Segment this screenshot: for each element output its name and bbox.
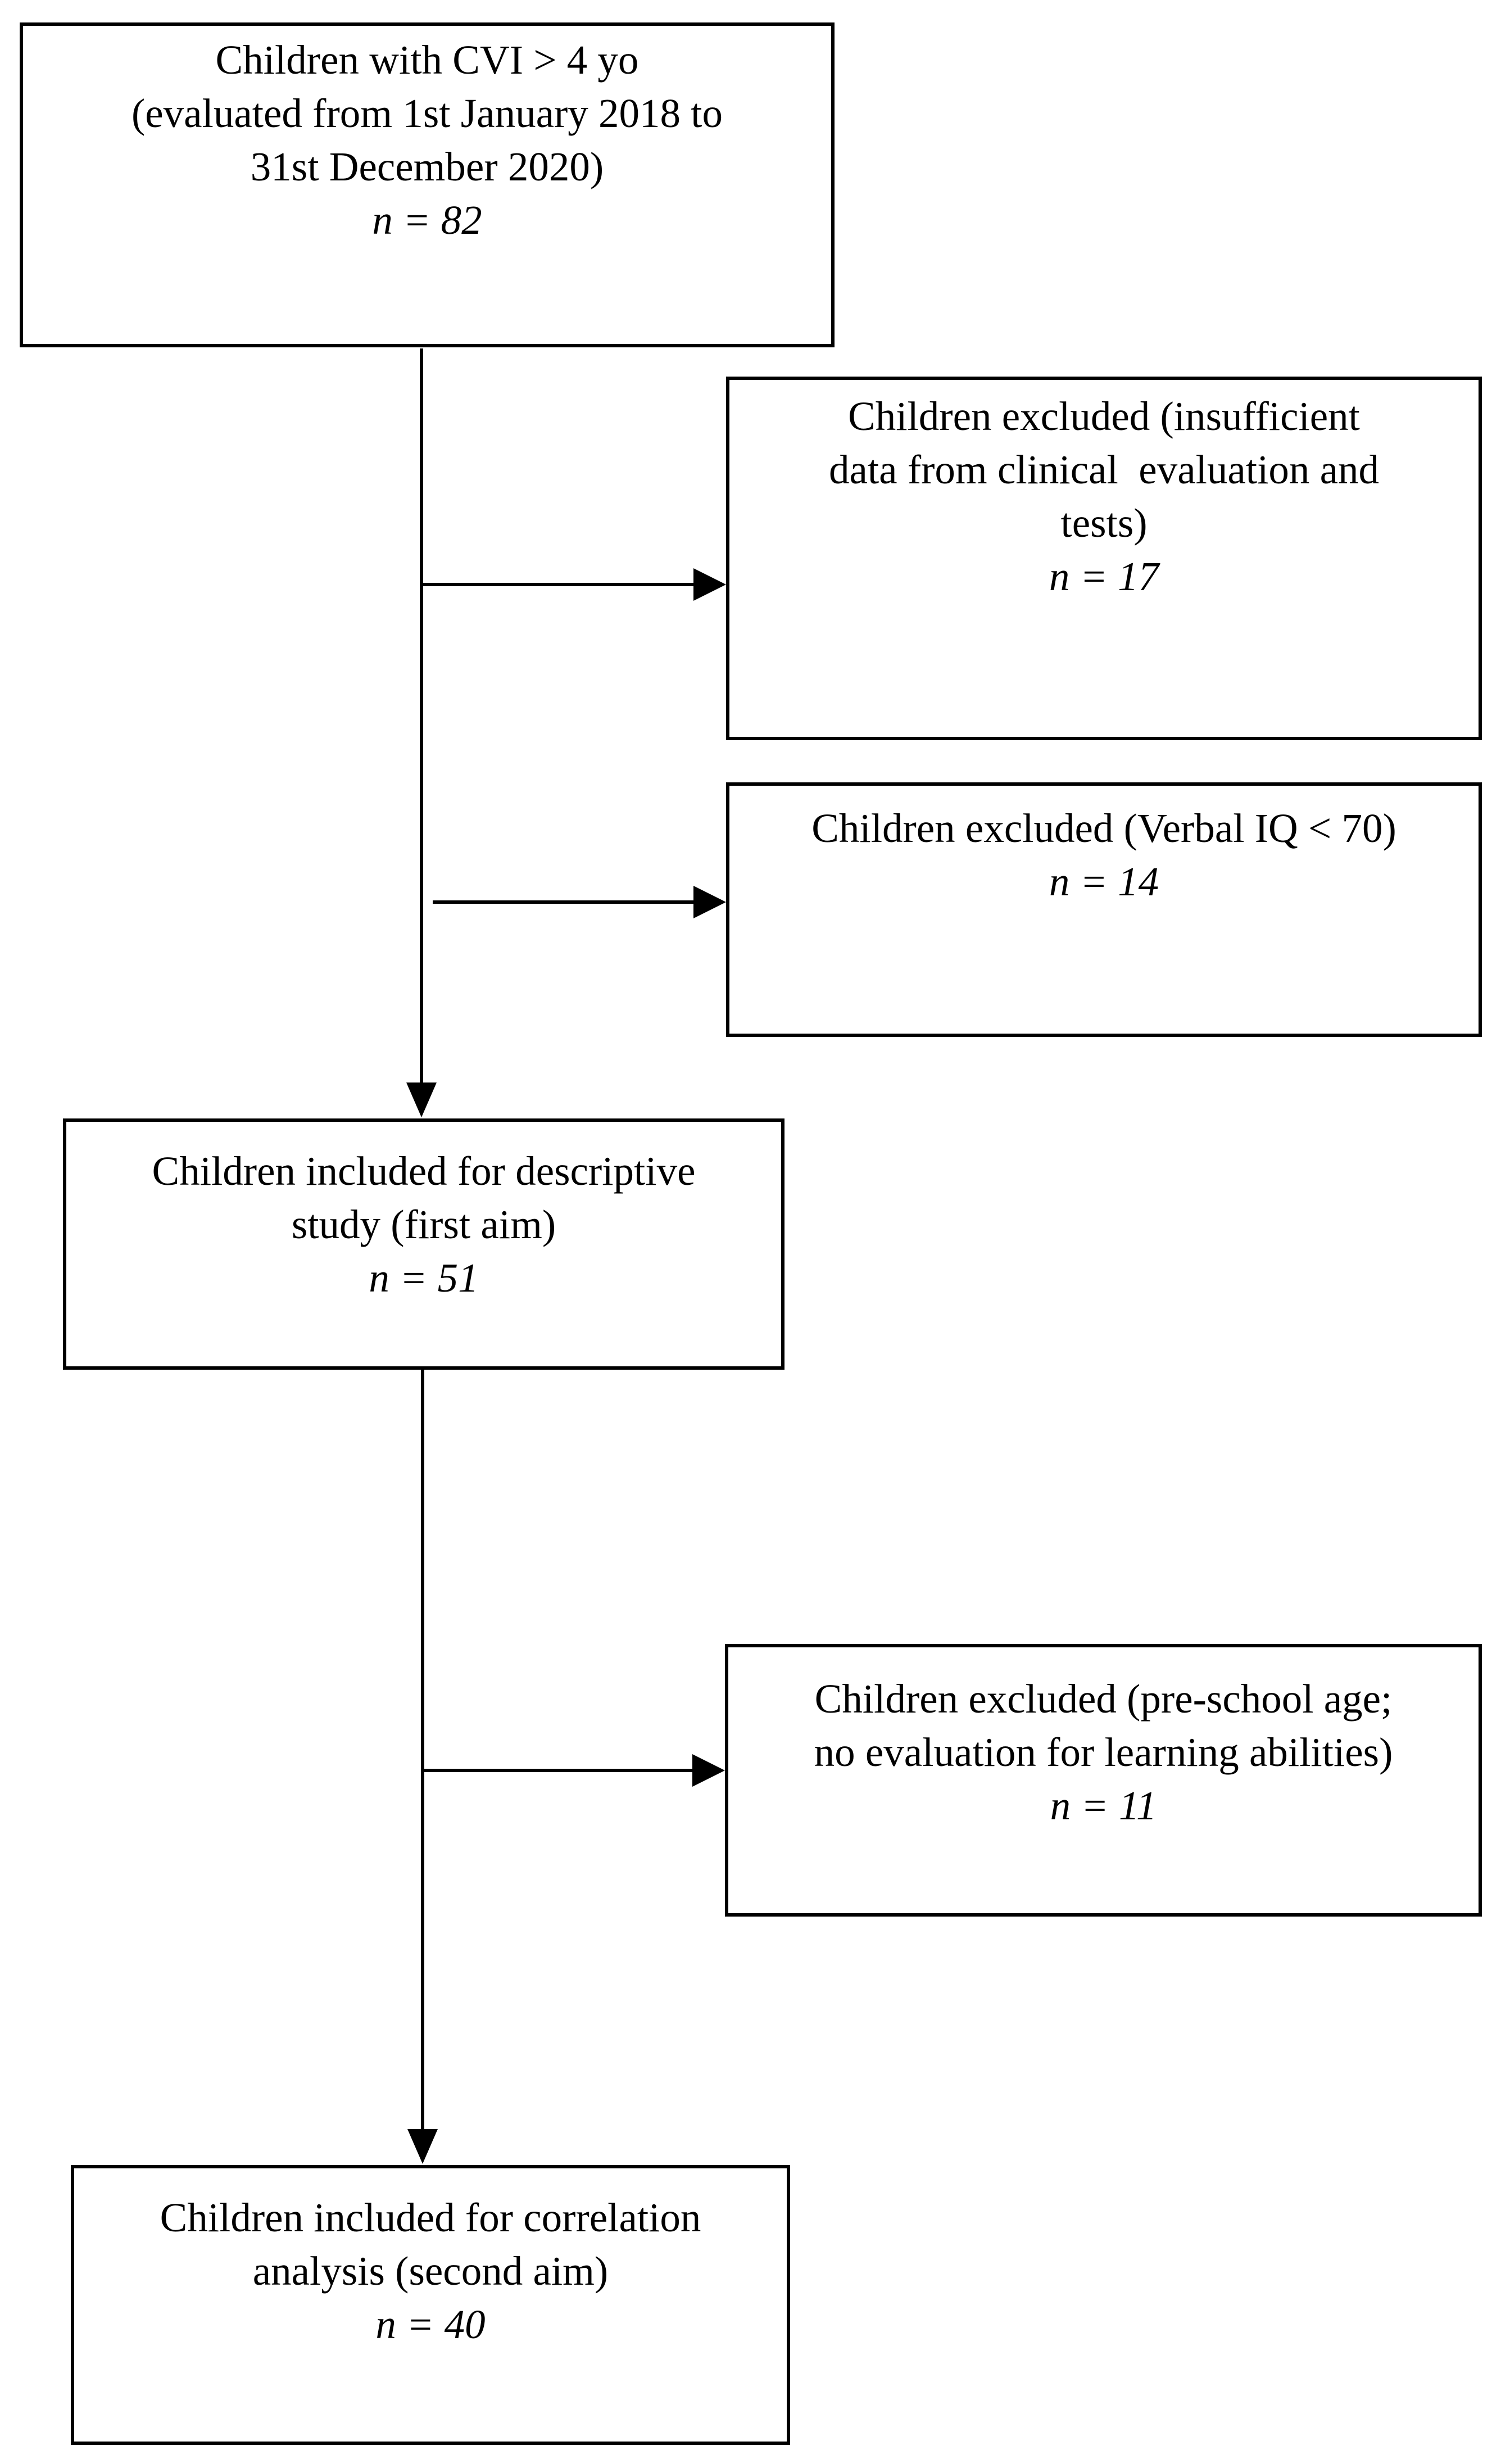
box-excluded-preschool-count: n = 11 [1050,1783,1157,1828]
box-enrolled-count: n = 82 [372,197,482,243]
box-excluded-preschool-text: Children excluded (pre-school age; no ev… [814,1676,1393,1775]
arrowhead-into-correlation-icon [407,2129,438,2164]
box-excluded-verbal-iq-count: n = 14 [1049,859,1159,904]
connector-to-excluded-verbal-iq [433,900,693,904]
box-included-correlation-text: Children included for correlation analys… [160,2195,701,2294]
box-included-descriptive: Children included for descriptive study … [63,1118,784,1370]
box-excluded-insufficient-text: Children excluded (insufficient data fro… [828,393,1379,546]
box-included-correlation: Children included for correlation analys… [71,2165,790,2445]
box-excluded-preschool: Children excluded (pre-school age; no ev… [725,1644,1482,1917]
box-excluded-verbal-iq: Children excluded (Verbal IQ < 70) n = 1… [726,782,1482,1037]
arrowhead-into-excluded-insufficient-icon [693,568,726,601]
connector-to-excluded-insufficient [421,583,693,586]
connector-to-excluded-preschool [423,1769,692,1772]
box-included-descriptive-count: n = 51 [369,1255,479,1301]
box-excluded-insufficient: Children excluded (insufficient data fro… [726,377,1482,740]
connector-enrolled-to-descriptive [420,348,423,1082]
box-included-descriptive-text: Children included for descriptive study … [152,1148,696,1247]
box-included-correlation-count: n = 40 [375,2302,486,2347]
box-excluded-insufficient-count: n = 17 [1049,554,1159,599]
arrowhead-into-excluded-preschool-icon [692,1754,725,1787]
connector-descriptive-to-correlation [421,1370,424,2129]
box-enrolled: Children with CVI > 4 yo (evaluated from… [20,22,835,347]
box-excluded-verbal-iq-text: Children excluded (Verbal IQ < 70) [811,805,1396,851]
arrowhead-into-excluded-verbal-iq-icon [693,886,726,918]
box-enrolled-text: Children with CVI > 4 yo (evaluated from… [131,37,723,189]
arrowhead-into-descriptive-icon [406,1082,437,1117]
